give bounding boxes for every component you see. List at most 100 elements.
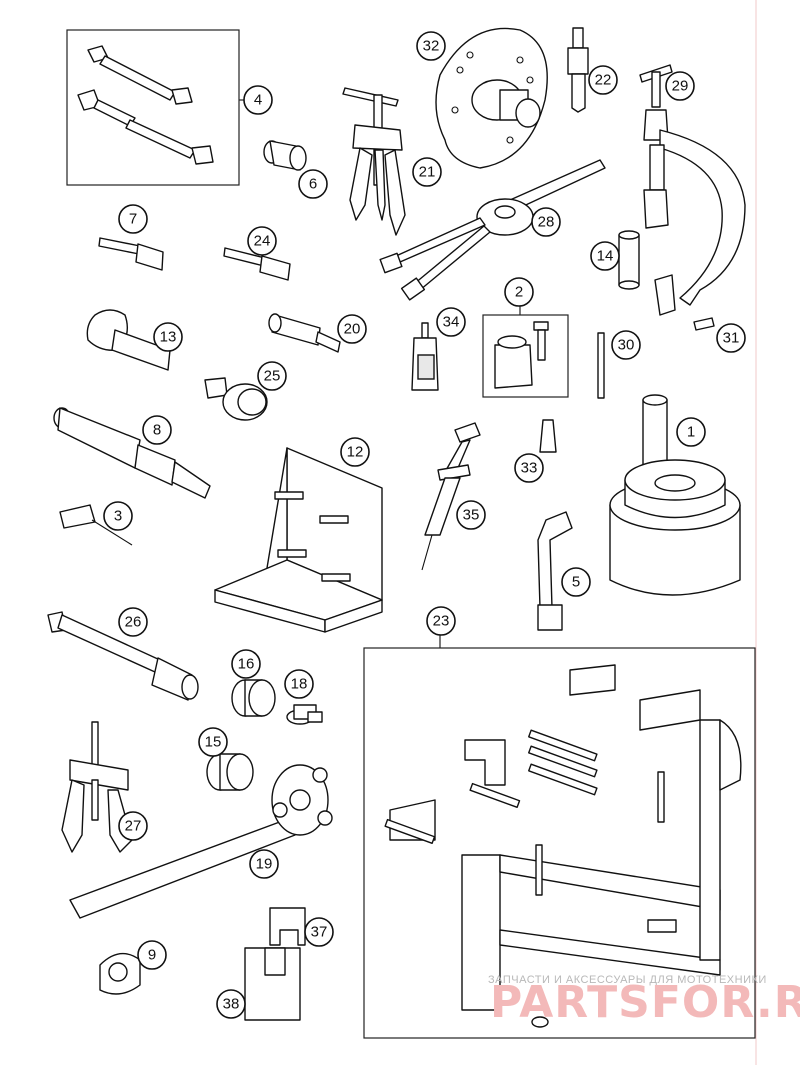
part-8-drift-tool: [53, 407, 211, 499]
svg-text:6: 6: [309, 176, 317, 193]
part-3-hex-key: [59, 504, 133, 546]
callout-14: 14: [590, 241, 620, 271]
part-28-holding-wrench: [379, 159, 606, 301]
svg-text:18: 18: [291, 676, 308, 693]
callout-9: 9: [137, 940, 167, 970]
callout-30: 30: [611, 330, 641, 360]
callout-35: 35: [456, 500, 486, 530]
callout-26: 26: [118, 607, 148, 637]
part-33-punch: [539, 419, 557, 453]
part-4-bolt-set: [66, 29, 248, 186]
callout-22: 22: [588, 65, 618, 95]
svg-text:38: 38: [223, 996, 240, 1013]
callout-20: 20: [337, 314, 367, 344]
part-23-engine-stand: [363, 630, 756, 1039]
part-2-tool-set: [482, 305, 569, 398]
svg-text:28: 28: [538, 214, 555, 231]
svg-text:32: 32: [423, 38, 440, 55]
callout-32: 32: [416, 31, 446, 61]
watermark-tagline: ЗАПЧАСТИ И АКСЕССУАРЫ ДЛЯ МОТОТЕХНИКИ: [488, 974, 767, 986]
callout-13: 13: [153, 322, 183, 352]
svg-text:19: 19: [256, 856, 273, 873]
svg-text:22: 22: [595, 72, 612, 89]
part-6-sleeve: [263, 140, 307, 171]
svg-text:27: 27: [125, 818, 142, 835]
svg-text:31: 31: [723, 330, 740, 347]
svg-text:35: 35: [463, 507, 480, 524]
callout-8: 8: [142, 415, 172, 445]
part-1-press-tool: [609, 394, 741, 596]
part-38-plate: [244, 947, 301, 1021]
part-15-bushing: [206, 753, 254, 791]
callout-37: 37: [304, 917, 334, 947]
part-7-adapter: [98, 237, 164, 271]
callout-29: 29: [665, 71, 695, 101]
part-34-loctite-bottle: [411, 322, 439, 391]
svg-text:12: 12: [347, 444, 364, 461]
callout-33: 33: [514, 453, 544, 483]
svg-text:5: 5: [572, 574, 580, 591]
svg-text:1: 1: [687, 424, 695, 441]
callout-19: 19: [249, 849, 279, 879]
svg-text:2: 2: [515, 284, 523, 301]
part-37-plate: [269, 907, 306, 946]
svg-text:14: 14: [597, 248, 614, 265]
svg-text:26: 26: [125, 614, 142, 631]
part-14-pin: [618, 230, 640, 290]
part-18-drift: [286, 704, 323, 725]
part-32-flywheel-disc: [435, 27, 548, 169]
callout-28: 28: [531, 207, 561, 237]
callout-24: 24: [247, 226, 277, 256]
svg-text:15: 15: [205, 734, 222, 751]
svg-text:3: 3: [114, 508, 122, 525]
callout-12: 12: [340, 437, 370, 467]
svg-text:37: 37: [311, 924, 328, 941]
callout-16: 16: [231, 649, 261, 679]
part-19-holding-wrench: [69, 764, 333, 919]
svg-text:20: 20: [344, 321, 361, 338]
part-30-rod: [597, 332, 605, 399]
callout-5: 5: [561, 567, 591, 597]
svg-text:34: 34: [443, 314, 460, 331]
part-22-extractor: [567, 27, 589, 113]
part-16-bushing: [231, 679, 276, 717]
part-20-drift: [268, 313, 341, 353]
callout-21: 21: [412, 157, 442, 187]
svg-text:7: 7: [129, 211, 137, 228]
callout-2: 2: [504, 277, 534, 307]
part-24-adapter: [223, 247, 291, 281]
part-21-puller: [342, 87, 406, 236]
part-13-holding-tool: [86, 309, 171, 371]
callout-7: 7: [118, 204, 148, 234]
callout-3: 3: [103, 501, 133, 531]
svg-text:25: 25: [264, 368, 281, 385]
part-26-socket-wrench: [47, 611, 199, 701]
svg-text:9: 9: [148, 947, 156, 964]
callout-18: 18: [284, 669, 314, 699]
svg-text:8: 8: [153, 422, 161, 439]
callout-27: 27: [118, 811, 148, 841]
part-29-valve-spring-compressor: [639, 64, 746, 316]
callout-34: 34: [436, 307, 466, 337]
callout-1: 1: [676, 417, 706, 447]
svg-text:23: 23: [433, 613, 450, 630]
svg-text:29: 29: [672, 78, 689, 95]
part-25-socket: [204, 377, 268, 421]
svg-text:21: 21: [419, 164, 436, 181]
svg-text:30: 30: [618, 337, 635, 354]
callout-6: 6: [298, 169, 328, 199]
svg-text:13: 13: [160, 329, 177, 346]
callout-4: 4: [243, 85, 273, 115]
callout-38: 38: [216, 989, 246, 1019]
watermark-brand: PARTSFOR.RU: [490, 977, 800, 1028]
part-35-syringe: [421, 422, 481, 571]
callout-31: 31: [716, 323, 746, 353]
part-5-bracket: [537, 511, 573, 631]
callout-15: 15: [198, 727, 228, 757]
svg-text:33: 33: [521, 460, 538, 477]
part-31-pin: [693, 317, 715, 331]
svg-text:24: 24: [254, 233, 271, 250]
callout-23: 23: [426, 606, 456, 636]
svg-text:4: 4: [254, 92, 262, 109]
